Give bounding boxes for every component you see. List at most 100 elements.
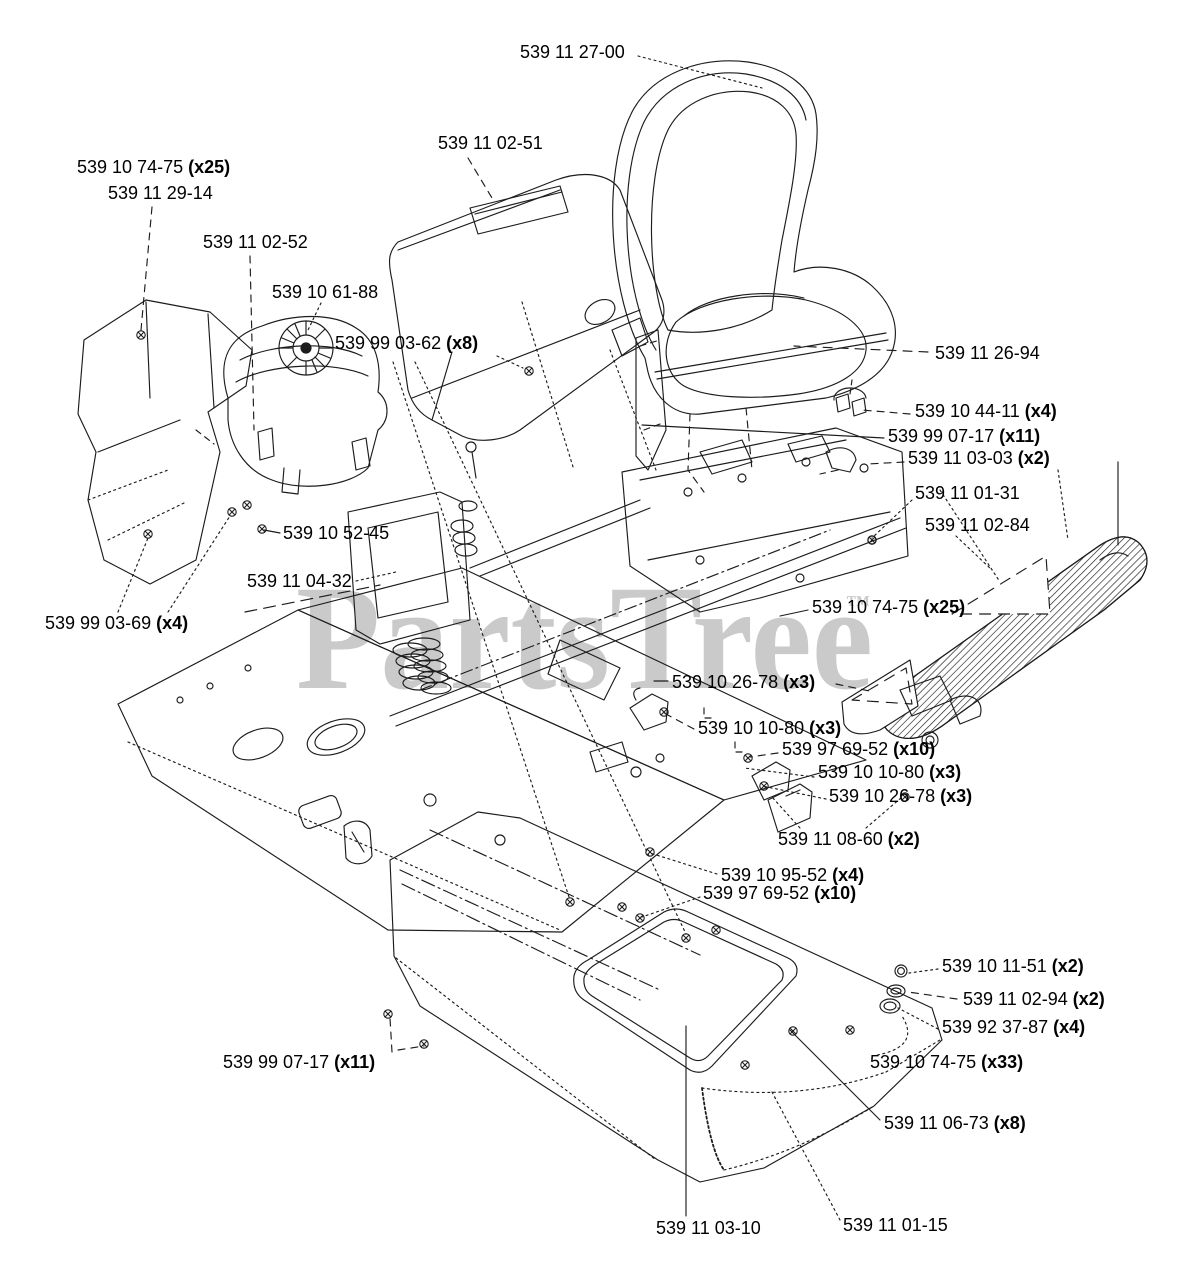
part-number-label: 539 10 52-45	[283, 523, 389, 543]
part-number: 539 10 52-45	[283, 523, 390, 543]
part-number-label: 539 11 04-32	[247, 571, 352, 591]
part-number: 539 11 06-73	[884, 1113, 989, 1133]
part-number: 539 10 74-75	[77, 157, 184, 177]
part-number: 539 97 69-52	[782, 739, 889, 759]
leader-lines	[117, 55, 993, 1221]
part-number-label: 539 97 69-52 (x10)	[782, 739, 935, 759]
part-number-label: 539 11 02-51	[438, 133, 543, 153]
part-quantity: (x2)	[1046, 956, 1084, 976]
part-number: 539 10 11-51	[942, 956, 1047, 976]
part-quantity: (x4)	[827, 865, 865, 885]
lower-shroud	[389, 811, 943, 1183]
part-number: 539 10 26-78	[829, 786, 936, 806]
part-quantity: (x4)	[1019, 401, 1057, 421]
part-quantity: (x33)	[976, 1052, 1024, 1072]
hardware-parts	[136, 330, 910, 1070]
part-number-label: 539 11 02-84	[925, 515, 1030, 535]
part-number: 539 10 10-80	[818, 762, 925, 782]
part-number-label: 539 10 74-75 (x25)	[812, 597, 965, 617]
part-number-label: 539 11 01-15	[843, 1215, 948, 1235]
rear-frame-plate	[469, 379, 1119, 613]
watermark: PartsTree ™	[296, 555, 873, 721]
part-number-label: 539 11 08-60 (x2)	[778, 829, 920, 849]
part-number: 539 99 07-17	[888, 426, 995, 446]
part-number: 539 99 07-17	[223, 1052, 330, 1072]
part-number: 539 10 61-88	[272, 282, 379, 302]
part-number: 539 11 27-00	[520, 42, 625, 62]
part-quantity: (x8)	[988, 1113, 1026, 1133]
part-number-label: 539 11 02-94 (x2)	[963, 989, 1105, 1009]
part-number: 539 11 02-94	[963, 989, 1068, 1009]
part-number: 539 10 44-11	[915, 401, 1020, 421]
part-quantity: (x4)	[1048, 1017, 1086, 1037]
fuel-cap-ribs	[278, 320, 334, 376]
part-quantity: (x2)	[882, 829, 920, 849]
part-number-label: 539 10 74-75 (x25)	[77, 157, 230, 177]
part-quantity: (x4)	[151, 613, 189, 633]
part-quantity: (x25)	[918, 597, 966, 617]
part-quantity: (x11)	[329, 1052, 376, 1072]
part-number: 539 11 08-60	[778, 829, 883, 849]
part-number: 539 11 01-31	[915, 483, 1020, 503]
part-number: 539 11 03-10	[656, 1218, 761, 1238]
part-quantity: (x25)	[183, 157, 231, 177]
part-number: 539 11 02-84	[925, 515, 1030, 535]
part-number-label: 539 10 11-51 (x2)	[942, 956, 1084, 976]
part-quantity: (x3)	[935, 786, 973, 806]
watermark-tm: ™	[846, 592, 870, 618]
part-number-label: 539 10 61-88	[272, 282, 378, 302]
part-number-label: 539 92 37-87 (x4)	[942, 1017, 1085, 1037]
part-number-label: 539 11 03-03 (x2)	[908, 448, 1050, 468]
part-number-label: 539 10 26-78 (x3)	[829, 786, 972, 806]
part-number: 539 10 26-78	[672, 672, 779, 692]
left-fender-panel	[77, 299, 253, 585]
watermark-text: PartsTree	[296, 555, 873, 721]
part-quantity: (x11)	[994, 426, 1041, 446]
part-number-label: 539 99 07-17 (x11)	[888, 426, 1040, 446]
part-quantity: (x3)	[778, 672, 816, 692]
part-number-label: 539 11 01-31	[915, 483, 1020, 503]
part-number: 539 11 02-51	[438, 133, 543, 153]
part-number-label: 539 10 26-78 (x3)	[672, 672, 815, 692]
part-number-label: 539 11 02-52	[203, 232, 308, 252]
part-number: 539 11 02-52	[203, 232, 308, 252]
part-number-label: 539 11 26-94	[935, 343, 1040, 363]
part-quantity: (x2)	[1012, 448, 1050, 468]
part-number: 539 11 26-94	[935, 343, 1040, 363]
part-number-label: 539 10 95-52 (x4)	[721, 865, 864, 885]
part-number: 539 10 10-80	[698, 718, 805, 738]
operator-console	[388, 174, 667, 471]
part-number: 539 97 69-52	[703, 883, 810, 903]
part-quantity: (x10)	[888, 739, 936, 759]
part-number-label: 539 11 06-73 (x8)	[884, 1113, 1026, 1133]
part-number: 539 11 03-03	[908, 448, 1013, 468]
part-number-label: 539 10 44-11 (x4)	[915, 401, 1057, 421]
part-number-label: 539 11 27-00	[520, 42, 625, 62]
part-number-label: 539 97 69-52 (x10)	[703, 883, 856, 903]
part-number-label: 539 10 10-80 (x3)	[818, 762, 961, 782]
part-number-label: 539 99 07-17 (x11)	[223, 1052, 375, 1072]
part-quantity: (x10)	[809, 883, 857, 903]
part-quantity: (x2)	[1067, 989, 1105, 1009]
part-number-label: 539 11 29-14	[108, 183, 213, 203]
main-chassis-frame	[117, 301, 982, 933]
part-number: 539 11 04-32	[247, 571, 352, 591]
part-number-label: 539 11 03-10	[656, 1218, 761, 1238]
part-number-label: 539 10 74-75 (x33)	[870, 1052, 1023, 1072]
heat-shield-grille	[841, 469, 1148, 739]
part-quantity: (x8)	[441, 333, 479, 353]
part-number: 539 10 74-75	[812, 597, 919, 617]
part-number-label: 539 99 03-69 (x4)	[45, 613, 188, 633]
part-number: 539 11 01-15	[843, 1215, 948, 1235]
part-quantity: (x3)	[924, 762, 962, 782]
part-number: 539 99 03-62	[335, 333, 442, 353]
part-number: 539 99 03-69	[45, 613, 152, 633]
part-number-label: 539 10 10-80 (x3)	[698, 718, 841, 738]
part-number: 539 10 74-75	[870, 1052, 977, 1072]
part-number: 539 10 95-52	[721, 865, 828, 885]
part-number: 539 11 29-14	[108, 183, 213, 203]
part-number-label: 539 99 03-62 (x8)	[335, 333, 478, 353]
